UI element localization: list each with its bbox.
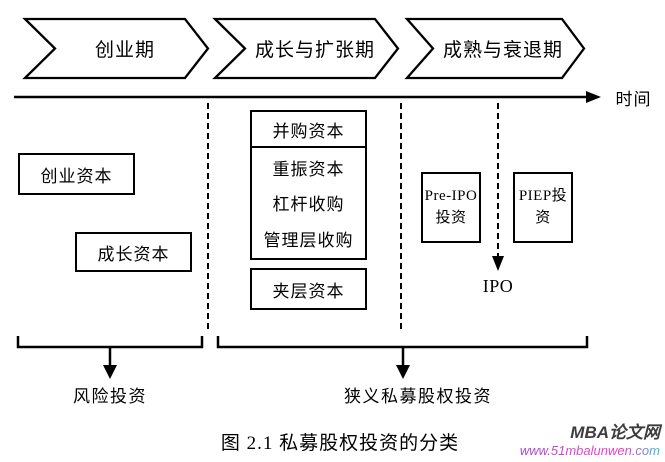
- phase-chevron-startup: [22, 17, 210, 80]
- timeline-arrowhead-icon: [586, 91, 601, 103]
- box-growth-capital: 成长资本: [75, 232, 192, 272]
- piep-line1: PIEP投: [518, 187, 568, 204]
- pre-ipo-line1: Pre-IPO: [424, 187, 478, 204]
- ipo-arrowhead-icon: [492, 256, 504, 271]
- box-piep: PIEP投 资: [513, 172, 573, 243]
- bracket-pe: [216, 336, 589, 349]
- bracket-venture-arrowhead-icon: [103, 365, 117, 379]
- watermark-site-url: www.51mbalunwen.com: [519, 442, 660, 458]
- bracket-label-pe: 狭义私募股权投资: [344, 386, 492, 406]
- box-buyout-group: 重振资本 杠杆收购 管理层收购: [250, 146, 367, 260]
- group-item-turnaround: 重振资本: [272, 160, 345, 180]
- ipo-label: IPO: [482, 275, 514, 296]
- bracket-venture: [16, 336, 204, 349]
- figure-caption: 图 2.1 私募股权投资的分类: [220, 432, 460, 454]
- piep-line2: 资: [535, 209, 551, 226]
- phase-label-startup: 创业期: [94, 40, 155, 61]
- watermark-site-name: MBA论文网: [570, 423, 660, 442]
- group-item-mbo: 管理层收购: [263, 230, 354, 250]
- watermark: MBA论文网 www.51mbalunwen.com: [519, 423, 660, 458]
- box-venture-capital: 创业资本: [18, 153, 135, 195]
- box-buyout-capital: 并购资本: [250, 110, 367, 148]
- time-axis-label: 时间: [615, 89, 652, 109]
- pre-ipo-line2: 投资: [435, 209, 467, 226]
- box-mezzanine-capital: 夹层资本: [250, 268, 367, 310]
- box-pre-ipo: Pre-IPO 投资: [421, 172, 481, 243]
- phase-chevron-growth: [212, 17, 400, 80]
- phase-label-growth: 成长与扩张期: [254, 40, 375, 61]
- phase-label-maturity: 成熟与衰退期: [442, 40, 563, 61]
- bracket-label-venture: 风险投资: [73, 386, 147, 406]
- bracket-pe-arrowhead-icon: [396, 365, 410, 379]
- group-item-lbo: 杠杆收购: [272, 195, 345, 215]
- phase-chevron-maturity: [404, 17, 586, 80]
